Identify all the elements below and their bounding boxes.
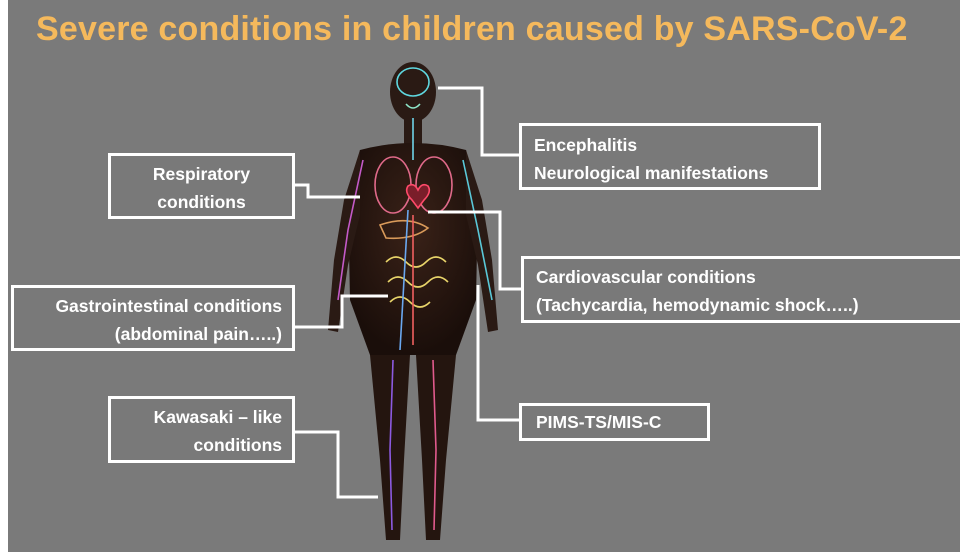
- kawasaki-connector: [295, 432, 378, 497]
- gastrointestinal-line-1: Gastrointestinal conditions: [24, 292, 282, 320]
- encephalitis-line-2: Neurological manifestations: [534, 159, 806, 187]
- encephalitis-connector: [438, 88, 520, 155]
- encephalitis-line-1: Encephalitis: [534, 131, 806, 159]
- kawasaki-box: Kawasaki – like conditions: [108, 396, 295, 463]
- cardiovascular-connector: [428, 212, 523, 289]
- encephalitis-box: Encephalitis Neurological manifestations: [519, 123, 821, 190]
- slide: Severe conditions in children caused by …: [8, 0, 960, 552]
- pims-line-1: PIMS-TS/MIS-C: [536, 408, 693, 436]
- pims-box: PIMS-TS/MIS-C: [519, 403, 710, 441]
- kawasaki-line-2: conditions: [121, 431, 282, 459]
- respiratory-connector: [295, 185, 360, 197]
- gastrointestinal-line-2: (abdominal pain…..): [24, 320, 282, 348]
- pims-connector: [478, 285, 520, 420]
- cardiovascular-line-2: (Tachycardia, hemodynamic shock…..): [536, 291, 948, 319]
- gastrointestinal-box: Gastrointestinal conditions (abdominal p…: [11, 285, 295, 351]
- respiratory-box: Respiratory conditions: [108, 153, 295, 219]
- gastrointestinal-connector: [295, 296, 388, 327]
- cardiovascular-line-1: Cardiovascular conditions: [536, 263, 948, 291]
- respiratory-line-1: Respiratory: [121, 160, 282, 188]
- kawasaki-line-1: Kawasaki – like: [121, 403, 282, 431]
- respiratory-line-2: conditions: [121, 188, 282, 216]
- cardiovascular-box: Cardiovascular conditions (Tachycardia, …: [521, 256, 960, 323]
